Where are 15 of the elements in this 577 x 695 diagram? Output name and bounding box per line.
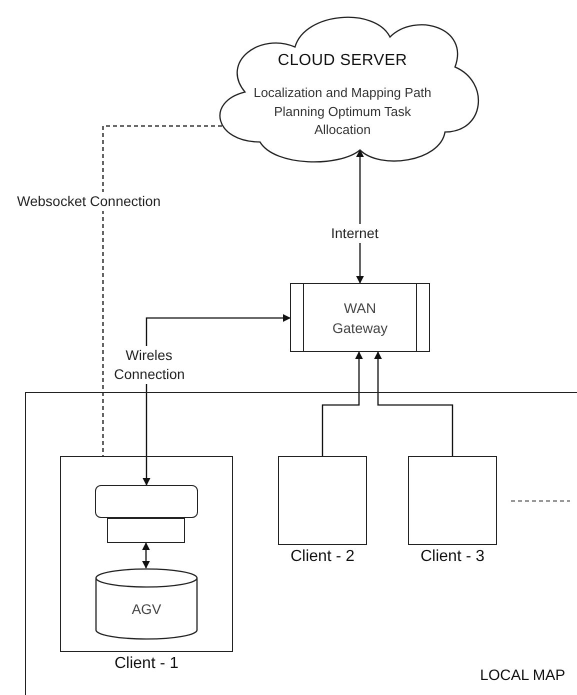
edge-label: Websocket Connection: [15, 192, 163, 211]
arrow: [142, 542, 150, 569]
client-label: Client - 3: [419, 548, 486, 566]
node-text: AGV: [130, 600, 162, 619]
client-label: Client - 2: [289, 548, 356, 566]
node-text: Localization and Mapping Path Planning Optimum Task Allocation: [252, 84, 432, 139]
arrow: [374, 351, 454, 456]
node-title: CLOUD SERVER: [278, 52, 408, 70]
dashed-connector: [102, 125, 222, 456]
region-label: LOCAL MAP: [480, 667, 566, 684]
arrow: [322, 351, 363, 456]
edge-label: Internet: [329, 224, 380, 243]
node-text: WAN Gateway: [331, 298, 389, 338]
edge-label: Wireles Connection: [112, 346, 186, 384]
client-label: Client - 1: [113, 655, 180, 673]
